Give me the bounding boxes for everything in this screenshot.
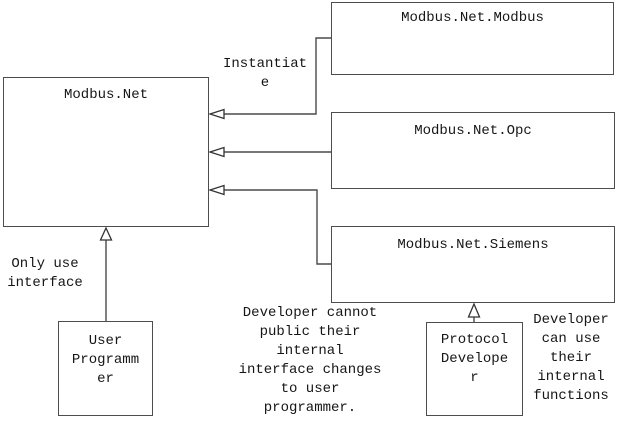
node-label: Modbus.Net.Modbus	[401, 10, 544, 26]
arrowhead-left-icon	[207, 108, 225, 120]
node-modbus-net-siemens: Modbus.Net.Siemens	[331, 226, 615, 303]
node-protocol-developer: Protocol Develope r	[426, 322, 523, 416]
node-modbus-net-opc: Modbus.Net.Opc	[331, 112, 615, 189]
node-user-programmer: User Programm er	[58, 321, 153, 416]
node-label: Modbus.Net.Siemens	[397, 237, 549, 253]
annotation-developer-cannot: Developer cannot public their internal i…	[238, 305, 382, 416]
annotation-developer-can-use: Developer can use their internal functio…	[533, 312, 609, 404]
node-label: Modbus.Net.Opc	[414, 123, 532, 139]
arrowhead-left-icon	[207, 146, 225, 158]
arrowhead-up-icon	[99, 226, 113, 241]
node-modbus-net: Modbus.Net	[3, 77, 209, 227]
node-label: Protocol Develope r	[440, 332, 509, 386]
edge-modbus-to-core	[224, 37, 331, 115]
node-modbus-net-modbus: Modbus.Net.Modbus	[331, 2, 614, 75]
annotation-instantiate: Instantiat e	[223, 56, 308, 91]
annotation-only-use-interface: Only use interface	[7, 256, 83, 291]
node-label: Modbus.Net	[63, 87, 148, 103]
edge-siemens-to-core	[224, 189, 331, 265]
arrowhead-left-icon	[207, 184, 225, 196]
arrowhead-up-icon	[467, 302, 481, 318]
node-label: User Programm er	[71, 333, 140, 387]
